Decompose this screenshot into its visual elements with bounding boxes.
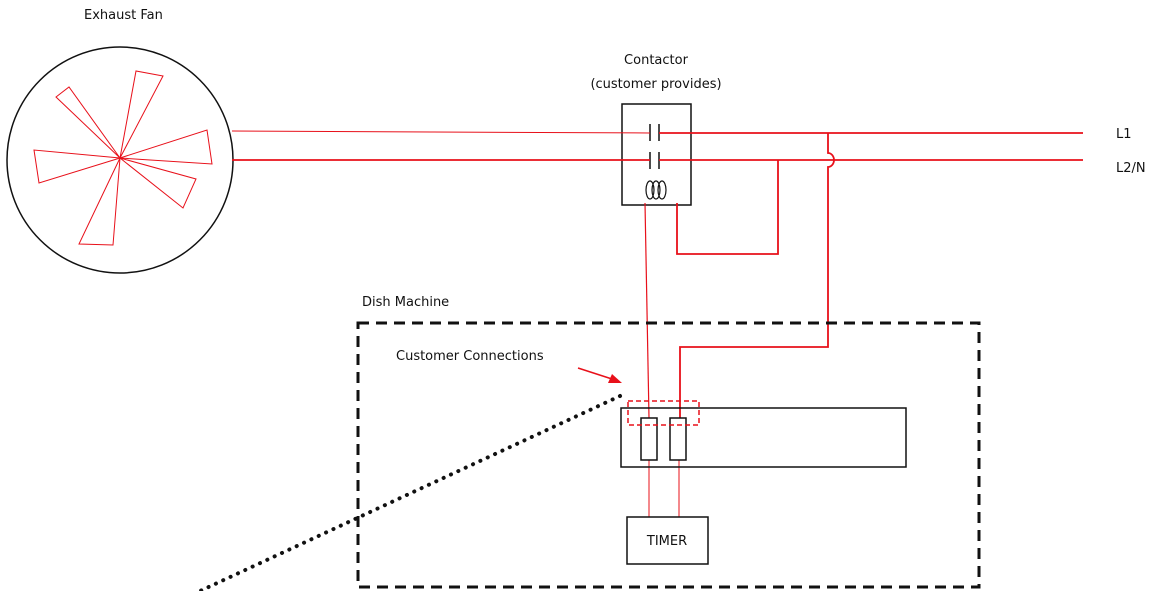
customer-connections-label: Customer Connections — [396, 349, 544, 364]
timer-box — [626, 516, 709, 565]
contactor-contacts — [649, 124, 660, 169]
contactor-coil — [645, 180, 667, 200]
terminal-strip — [620, 407, 907, 468]
customer-connections-highlight — [627, 400, 700, 426]
exhaust-fan-label: Exhaust Fan — [84, 8, 163, 23]
dish-machine-boundary — [356, 321, 981, 589]
fan-wire-upper — [231, 130, 651, 134]
contactor-label: Contactor — [624, 53, 689, 68]
l1-drop-wire — [679, 133, 835, 418]
customer-connections-arrow — [577, 367, 622, 383]
coil-return-wire — [676, 160, 779, 255]
terminal-2 — [669, 417, 687, 461]
l2n-label: L2/N — [1116, 161, 1146, 176]
contactor-box — [621, 103, 692, 206]
l1-label: L1 — [1116, 127, 1132, 142]
timer-label: TIMER — [646, 534, 687, 549]
coil-feed-wire — [644, 202, 650, 419]
terminal-1 — [640, 417, 658, 461]
exhaust-fan-blades — [33, 70, 213, 246]
dish-machine-label: Dish Machine — [362, 295, 449, 310]
wiring — [231, 130, 1083, 517]
dotted-leader-line — [198, 394, 622, 591]
contactor-note: (customer provides) — [590, 77, 721, 92]
